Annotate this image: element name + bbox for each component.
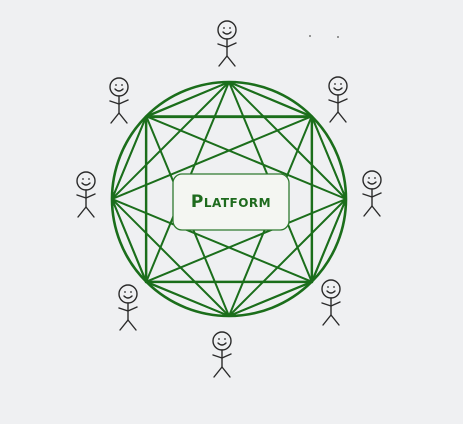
figure-smile	[222, 31, 232, 35]
figure-arms	[217, 42, 237, 48]
figure-head	[217, 20, 237, 40]
figure-eye	[130, 291, 132, 293]
figure-legs	[329, 111, 347, 123]
figure-arms	[118, 306, 138, 312]
figure-eye	[121, 84, 123, 86]
figure-head	[362, 170, 382, 190]
figure-arms	[321, 301, 341, 307]
stick-figure-icon	[321, 279, 341, 326]
connection-line	[228, 81, 347, 200]
connection-line	[111, 198, 230, 317]
figure-eye	[340, 83, 342, 85]
figure-eye	[333, 286, 335, 288]
stick-figure-icon	[328, 76, 348, 123]
connection-line	[311, 198, 347, 283]
dot	[309, 35, 311, 37]
figure-eye	[124, 291, 126, 293]
figure-eye	[334, 83, 336, 85]
connection-line	[145, 281, 230, 317]
figure-head	[109, 77, 129, 97]
figure-arms	[212, 353, 232, 359]
connection-line	[111, 81, 230, 200]
stick-figure-icon	[362, 170, 382, 217]
figure-eye	[218, 338, 220, 340]
stick-figure-icon	[109, 77, 129, 124]
connection-line	[111, 198, 147, 283]
connection-line	[145, 81, 230, 118]
figure-legs	[218, 55, 236, 67]
platform-box-frame	[172, 173, 290, 231]
figure-eye	[368, 177, 370, 179]
figure-smile	[326, 290, 336, 294]
figure-legs	[77, 206, 95, 218]
user-figures	[76, 20, 382, 378]
figure-legs	[110, 112, 128, 124]
figure-smile	[333, 87, 343, 91]
figure-head	[212, 331, 232, 351]
stick-figure-icon	[76, 171, 96, 218]
figure-smile	[367, 181, 377, 185]
stick-figure-icon	[212, 331, 232, 378]
figure-smile	[123, 295, 133, 299]
connection-line	[228, 281, 313, 317]
connection-line	[111, 116, 147, 200]
stick-figure-icon	[118, 284, 138, 331]
figure-arms	[362, 192, 382, 198]
figure-arms	[328, 98, 348, 104]
figure-head	[328, 76, 348, 96]
figure-smile	[217, 342, 227, 346]
connection-line	[228, 81, 313, 118]
platform-label: Platform	[191, 192, 271, 212]
figure-head	[118, 284, 138, 304]
figure-legs	[119, 319, 137, 331]
figure-head	[76, 171, 96, 191]
figure-arms	[109, 99, 129, 105]
figure-head	[321, 279, 341, 299]
figure-eye	[82, 178, 84, 180]
figure-eye	[115, 84, 117, 86]
figure-arms	[76, 193, 96, 199]
platform-box: Platform	[172, 173, 290, 231]
figure-eye	[229, 27, 231, 29]
connection-line	[311, 116, 347, 200]
figure-eye	[88, 178, 90, 180]
figure-legs	[363, 205, 381, 217]
dot	[337, 36, 339, 38]
figure-legs	[213, 366, 231, 378]
figure-eye	[327, 286, 329, 288]
figure-smile	[114, 88, 124, 92]
connection-line	[228, 198, 347, 317]
figure-eye	[224, 338, 226, 340]
stick-figure-icon	[217, 20, 237, 67]
connection-line	[146, 115, 313, 118]
figure-eye	[223, 27, 225, 29]
figure-eye	[374, 177, 376, 179]
figure-legs	[322, 314, 340, 326]
figure-smile	[81, 182, 91, 186]
